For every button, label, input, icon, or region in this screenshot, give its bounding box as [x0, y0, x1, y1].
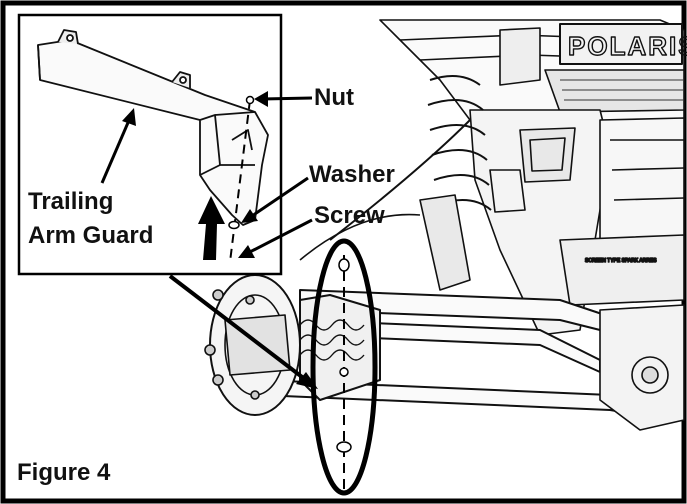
- inset-leader-arrow: [168, 274, 308, 382]
- label-trailing-line1: Trailing: [28, 188, 114, 215]
- figure-caption: Figure 4: [17, 459, 111, 486]
- logo-plate: [559, 23, 683, 65]
- label-washer: Washer: [309, 161, 395, 188]
- label-trailing-arm-guard: Trailing Arm Guard: [28, 185, 153, 253]
- screw-location-callout: [310, 238, 378, 496]
- label-trailing-line2: Arm Guard: [28, 222, 154, 249]
- trailing-arm-guard-part: [37, 29, 269, 226]
- label-nut: Nut: [314, 84, 354, 111]
- callout-arrows: [100, 91, 313, 260]
- decal-text: SCREEN TYPE SPARK ARRES: [585, 258, 657, 264]
- label-screw: Screw: [314, 202, 385, 229]
- washer-part: [228, 220, 240, 230]
- vehicle-drawing: POLARIS SCREEN TYPE SPARK ARRES: [204, 19, 687, 431]
- nut-part: [245, 95, 255, 105]
- brand-logo-text: POLARIS: [568, 31, 687, 61]
